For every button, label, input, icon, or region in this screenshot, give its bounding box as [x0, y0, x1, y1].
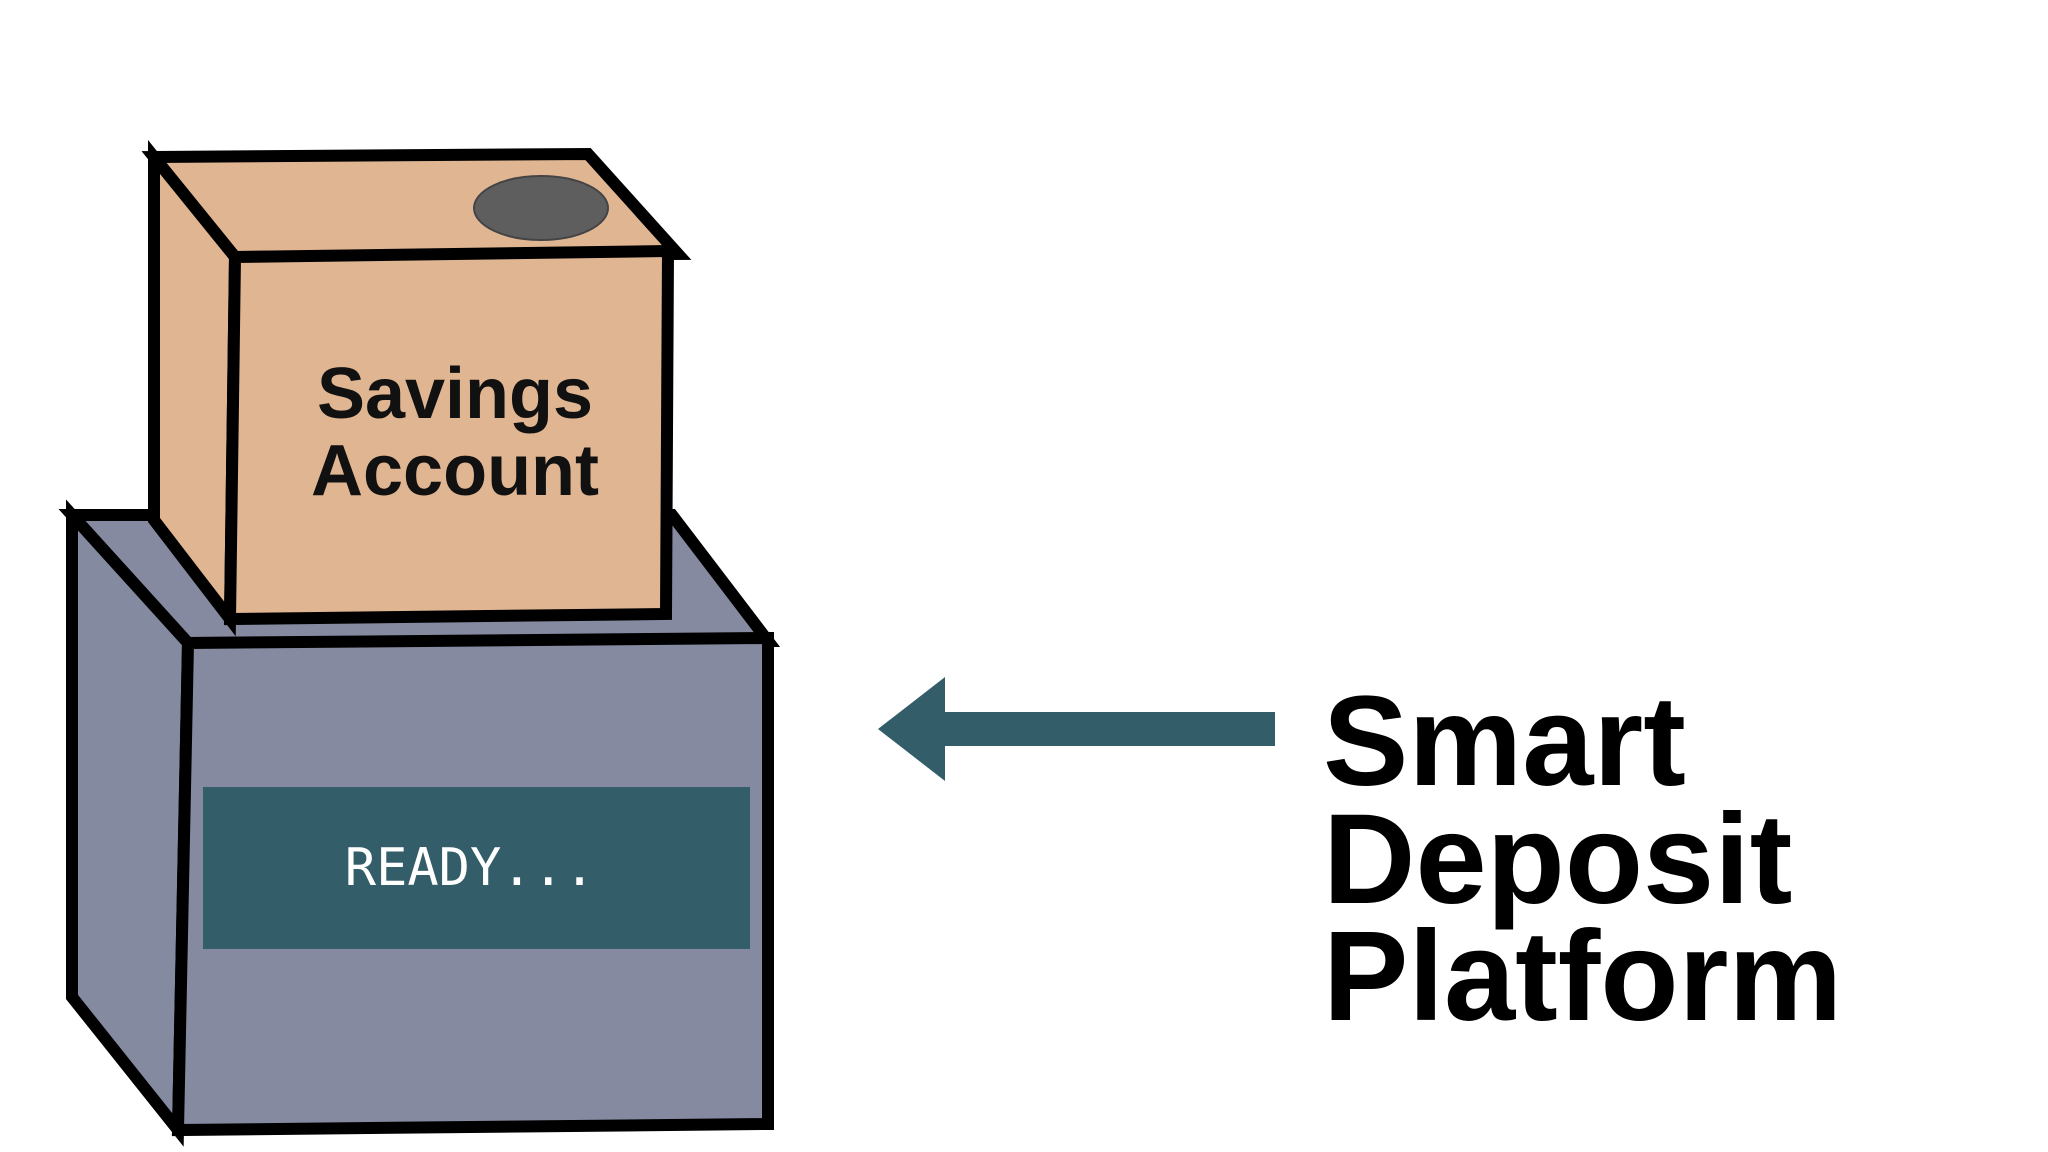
platform-title-line3: Platform	[1323, 905, 1842, 1048]
platform-title: Smart Deposit Platform	[1323, 670, 1842, 1048]
machine-status-text: READY...	[345, 838, 595, 898]
platform-title-line2: Deposit	[1323, 788, 1792, 931]
savings-box-front-face	[223, 244, 675, 626]
savings-box-label-line1: Savings	[317, 354, 593, 434]
arrow-head	[878, 677, 945, 781]
left-arrow	[878, 677, 1275, 781]
savings-box-label-line2: Account	[311, 431, 599, 511]
savings-account-box: Savings Account	[141, 140, 692, 637]
machine-screen	[203, 787, 750, 949]
coin-slot	[473, 175, 609, 241]
deposit-machine: READY...	[58, 499, 781, 1147]
platform-title-line1: Smart	[1323, 670, 1686, 813]
arrow-shaft	[945, 712, 1275, 746]
